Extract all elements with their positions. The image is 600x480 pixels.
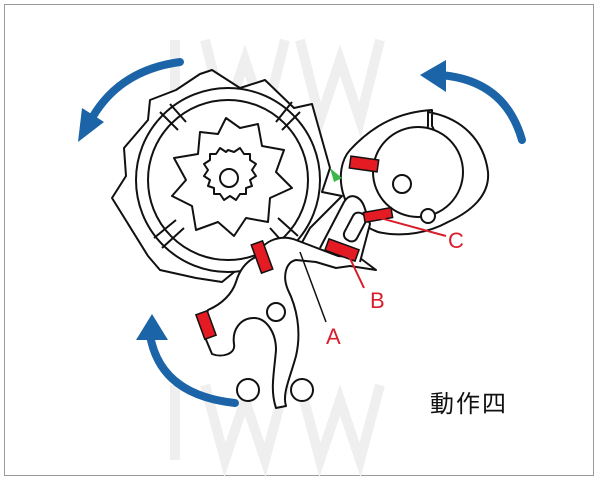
- diagram-frame: [4, 4, 594, 476]
- balance-wheel: [339, 109, 490, 236]
- green-accent: [330, 168, 342, 182]
- arrow-bottom-left: [146, 331, 239, 407]
- escape-wheel-spokes: [153, 101, 301, 249]
- jewel-entry: [250, 239, 274, 275]
- balance-inner-ring: [372, 126, 464, 218]
- diagram-caption: 動作四: [430, 390, 508, 418]
- jewels: [194, 155, 394, 341]
- jewel-top: [348, 155, 380, 173]
- callout-lines: [345, 217, 447, 289]
- rotation-arrows: [88, 58, 526, 407]
- leader-a: [299, 251, 327, 323]
- balance-screw: [420, 208, 436, 224]
- lever-pin-right: [290, 378, 314, 402]
- balance-pivot: [392, 174, 412, 194]
- arrow-top-left: [88, 58, 184, 122]
- leader-c: [379, 217, 447, 237]
- arrowhead-top-right: [420, 60, 446, 92]
- lever-pivot: [266, 302, 286, 322]
- lever-pin-left: [236, 378, 260, 402]
- arrowhead-top-left: [78, 108, 104, 142]
- escape-wheel: [111, 69, 343, 283]
- label-c: C: [448, 228, 464, 253]
- arrow-top-right: [436, 71, 526, 144]
- impulse-pin-slot: [342, 211, 368, 243]
- label-a: A: [326, 324, 341, 349]
- arrowhead-bottom-left: [136, 314, 168, 340]
- jewel-exit: [194, 309, 218, 341]
- pallet-fork-body: [201, 236, 377, 409]
- pinion-center: [219, 168, 239, 188]
- label-b: B: [370, 288, 385, 313]
- arrow-heads: [78, 60, 446, 340]
- jewel-b: [323, 237, 361, 263]
- leader-b: [345, 249, 365, 289]
